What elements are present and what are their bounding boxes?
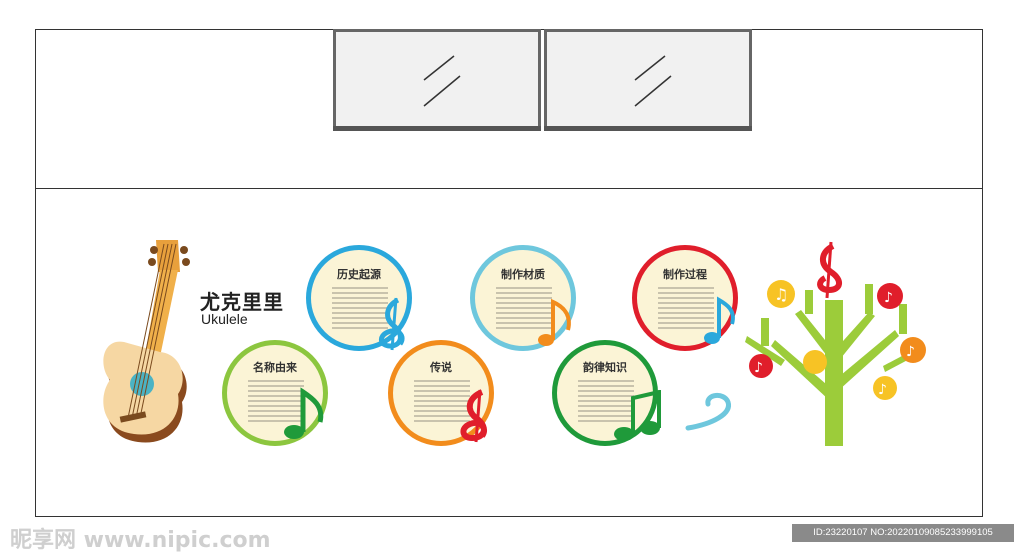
- music-note-icon: [614, 390, 661, 441]
- watermark-logo: 昵享网 www.nipic.com: [10, 528, 271, 553]
- watermark-id: ID:23220107 NO:20220109085233999105: [792, 524, 1014, 542]
- panel-title: 名称由来: [253, 361, 297, 374]
- panel-title: 历史起源: [337, 268, 381, 281]
- panel-title: 制作材质: [501, 268, 545, 281]
- panel-title: 制作过程: [663, 268, 707, 281]
- glass-reflection-icon: [423, 55, 461, 107]
- music-tree-icon: ♫ ♪ ♪ ♪ ♪: [745, 241, 926, 446]
- svg-text:♪: ♪: [754, 360, 763, 376]
- page-title: 尤克里里: [200, 290, 284, 314]
- window-left: [333, 29, 541, 131]
- glass-reflection-icon: [634, 55, 672, 107]
- page-subtitle: Ukulele: [201, 311, 248, 327]
- panel-name-origin: 名称由来: [222, 340, 328, 446]
- panel-text-block: [248, 377, 304, 425]
- music-note-icon: [538, 298, 571, 346]
- wall-divider-line: [35, 188, 983, 189]
- panel-text-block: [414, 377, 470, 425]
- svg-text:♪: ♪: [884, 290, 893, 306]
- svg-text:♪: ♪: [878, 382, 887, 398]
- treble-clef-icon: [460, 389, 488, 443]
- panel-text-block: [658, 284, 714, 332]
- svg-text:♪: ♪: [906, 344, 915, 360]
- music-note-icon: [704, 296, 735, 344]
- window-sill: [333, 126, 541, 131]
- svg-text:♫: ♫: [774, 285, 788, 304]
- window-right: [544, 29, 752, 131]
- treble-clef-icon: [379, 297, 405, 351]
- panel-text-block: [496, 284, 552, 332]
- panel-process: 制作过程: [632, 245, 738, 351]
- panel-text-block: [332, 284, 388, 332]
- window-sill: [544, 126, 752, 131]
- panel-title: 传说: [430, 361, 452, 374]
- music-note-icon: [284, 387, 324, 439]
- bass-clef-icon: [685, 393, 731, 431]
- panel-title: 韵律知识: [583, 361, 627, 374]
- panel-material: 制作材质: [470, 245, 576, 351]
- ukulele-icon: [103, 240, 190, 443]
- panel-text-block: [578, 377, 634, 425]
